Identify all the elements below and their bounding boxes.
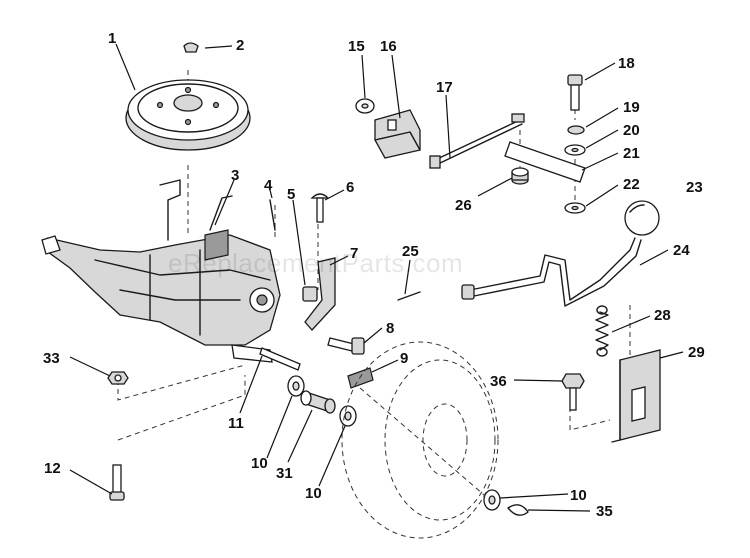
callout-16: 16 — [380, 38, 397, 55]
compression-spring — [347, 367, 374, 389]
extension-spring — [595, 305, 609, 357]
cotter-pin — [397, 291, 421, 301]
link-plate — [504, 141, 586, 183]
transaxle-assembly — [41, 179, 281, 363]
axle-pin — [259, 347, 301, 371]
callout-17: 17 — [436, 79, 453, 96]
washer — [287, 375, 501, 511]
hex-nut — [107, 371, 129, 385]
callout-20: 20 — [623, 122, 640, 139]
callout-29: 29 — [688, 344, 705, 361]
watermark: eReplacementParts.com — [168, 248, 463, 278]
pulley — [125, 79, 251, 151]
lock-washer — [567, 125, 585, 135]
control-rod — [429, 113, 525, 169]
callout-5: 5 — [287, 186, 295, 203]
callout-31: 31 — [276, 465, 293, 482]
flat-washer — [355, 98, 375, 114]
carriage-bolt — [310, 193, 330, 223]
shift-lever — [461, 237, 642, 307]
callout-3: 3 — [231, 167, 239, 184]
spacer — [302, 286, 318, 302]
callout-8: 8 — [386, 320, 394, 337]
callout-10-c: 10 — [570, 487, 587, 504]
callout-21: 21 — [623, 145, 640, 162]
callout-33: 33 — [43, 350, 60, 367]
callout-labels: 1 2 3 4 5 6 7 8 9 10 10 10 10 11 12 15 1… — [43, 30, 705, 520]
callout-35: 35 — [596, 503, 613, 520]
flange-bolt — [561, 373, 585, 411]
callout-22: 22 — [623, 176, 640, 193]
callout-25: 25 — [402, 243, 419, 260]
lever-bracket — [611, 349, 661, 443]
callout-24: 24 — [673, 242, 690, 259]
mounting-bracket — [304, 257, 336, 331]
callout-11: 11 — [228, 415, 244, 432]
alignment-lines — [117, 70, 631, 501]
callout-10-b: 10 — [305, 485, 322, 502]
callout-10-a: 10 — [251, 455, 268, 472]
callout-15: 15 — [348, 38, 365, 55]
callout-7: 7 — [350, 245, 358, 262]
callout-28: 28 — [654, 307, 671, 324]
callout-12: 12 — [44, 460, 61, 477]
leader-lines — [69, 43, 684, 512]
bushing — [511, 167, 529, 185]
callout-2: 2 — [236, 37, 244, 54]
axle-bolt — [109, 464, 125, 501]
callout-23: 23 — [686, 179, 703, 196]
woodruff-key — [183, 42, 199, 53]
washer-lower — [564, 202, 586, 214]
shoulder-bolt — [567, 74, 583, 111]
hex-bolt — [327, 337, 365, 355]
shift-knob — [624, 200, 660, 236]
callout-19: 19 — [623, 99, 640, 116]
callout-1: 1 — [108, 30, 116, 47]
callout-18: 18 — [618, 55, 635, 72]
callout-6: 6 — [346, 179, 354, 196]
callout-26: 26 — [455, 197, 472, 214]
angle-bracket — [374, 109, 421, 159]
callout-4: 4 — [264, 177, 273, 194]
washer-small — [564, 144, 586, 156]
pin — [269, 199, 276, 231]
transaxle-bracket — [209, 195, 233, 231]
callout-9: 9 — [400, 350, 408, 367]
callout-36: 36 — [490, 373, 507, 390]
spacer-sleeve — [300, 390, 336, 414]
wheel-tire — [341, 341, 499, 539]
retaining-clip — [507, 504, 529, 516]
